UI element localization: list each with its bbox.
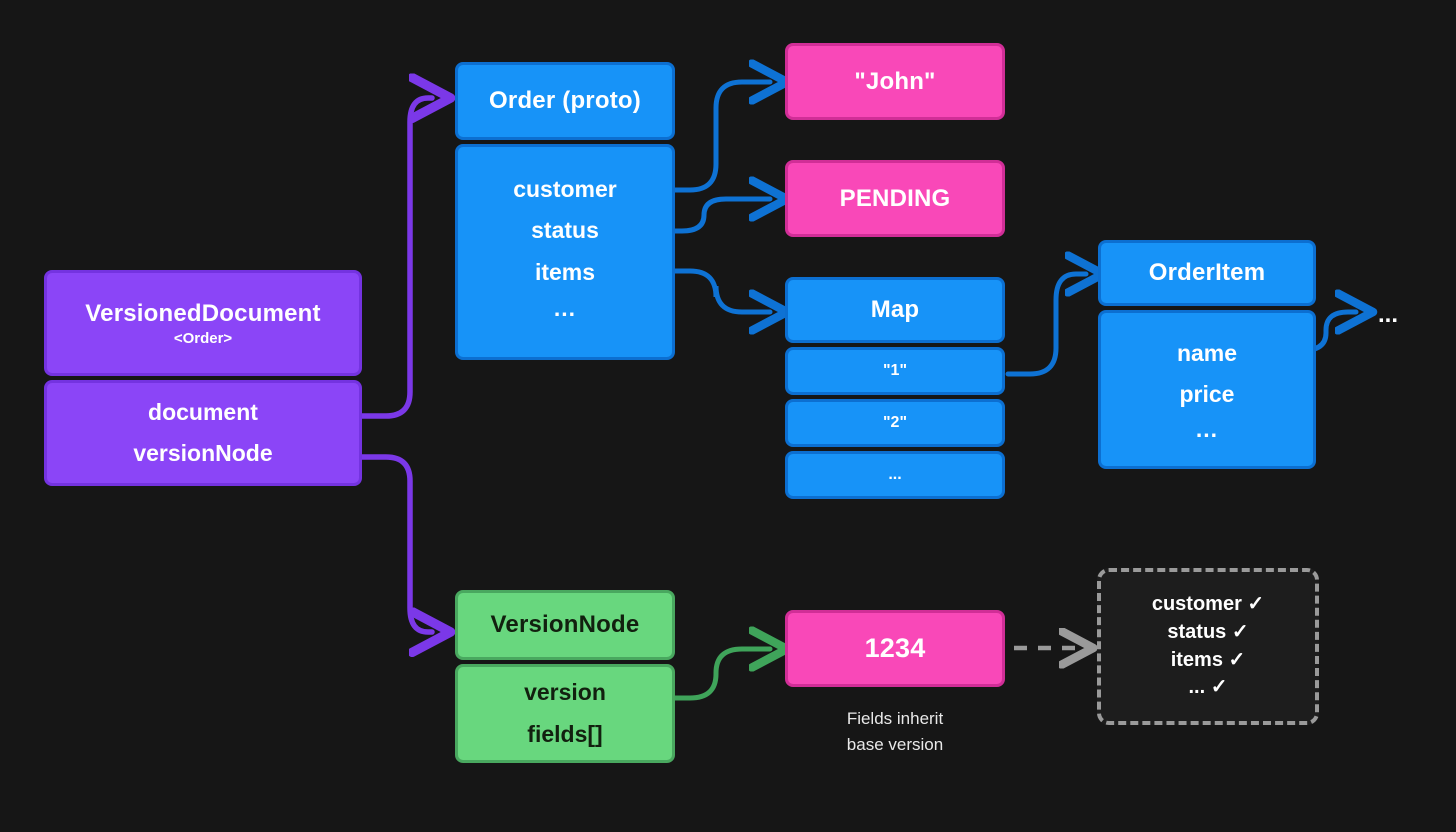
inherited-field-ellipsis: ... ✓ [1188,676,1228,699]
map-row-ellipsis-label: ... [888,466,902,483]
map-row-2[interactable]: "2" [785,399,1005,447]
order-item-header: OrderItem [1098,240,1316,306]
field-customer[interactable]: customer [513,176,617,202]
connector-map-row-to-orderitem [1005,274,1086,377]
order-proto-title: Order (proto) [489,87,641,114]
node-customer-value[interactable]: "John" [785,43,1005,120]
customer-value-label: "John" [854,67,936,95]
field-name[interactable]: name [1176,340,1238,366]
inherited-field-customer: customer ✓ [1151,593,1265,616]
map-header: Map [785,277,1005,343]
status-value-box: PENDING [785,160,1005,237]
node-order-item[interactable]: OrderItem name price ... [1098,240,1316,469]
map-row-1-label: "1" [882,362,908,379]
order-proto-fields: customer status items ... [455,144,675,360]
field-price[interactable]: price [1179,381,1235,408]
versioned-document-header: VersionedDocument <Order> [44,270,362,376]
version-value-label: 1234 [864,633,926,663]
map-row-1[interactable]: "1" [785,347,1005,395]
node-inherited-fields: customer ✓ status ✓ items ✓ ... ✓ [1097,568,1319,725]
field-fields-array[interactable]: fields[] [527,720,603,747]
node-version-value[interactable]: 1234 [785,610,1005,687]
versioned-document-fields: document versionNode [44,380,362,486]
node-map[interactable]: Map "1" "2" ... [785,277,1005,499]
node-order-proto[interactable]: Order (proto) customer status items ... [455,62,675,360]
field-versionnode[interactable]: versionNode [133,440,273,466]
order-item-title: OrderItem [1148,259,1266,286]
order-proto-ellipsis: ... [553,295,577,322]
version-node-header: VersionNode [455,590,675,660]
inherit-caption-line2: base version [846,735,944,755]
inherit-caption: Fields inherit base version [785,706,1005,759]
customer-value-box: "John" [785,43,1005,120]
versioned-document-title: VersionedDocument [85,299,321,327]
order-proto-header: Order (proto) [455,62,675,140]
inherited-field-items: items ✓ [1170,648,1246,671]
version-node-title: VersionNode [490,611,640,638]
version-node-fields: version fields[] [455,664,675,763]
versioned-document-subtitle: <Order> [173,329,233,347]
inherited-field-status: status ✓ [1167,620,1249,643]
map-row-ellipsis[interactable]: ... [785,451,1005,499]
field-version[interactable]: version [524,679,606,706]
node-version-node[interactable]: VersionNode version fields[] [455,590,675,763]
trailing-ellipsis: ... [1378,301,1399,328]
order-item-fields: name price ... [1098,310,1316,469]
field-document[interactable]: document [148,398,258,425]
map-row-2-label: "2" [882,414,908,431]
node-status-value[interactable]: PENDING [785,160,1005,237]
version-value-box: 1234 [785,610,1005,687]
field-status[interactable]: status [531,217,599,244]
node-versioned-document[interactable]: VersionedDocument <Order> document versi… [44,270,362,486]
field-items[interactable]: items [534,258,596,285]
inherit-caption-line1: Fields inherit [846,709,944,728]
order-item-ellipsis: ... [1195,415,1219,442]
map-title: Map [870,296,920,323]
status-value-label: PENDING [839,184,951,212]
